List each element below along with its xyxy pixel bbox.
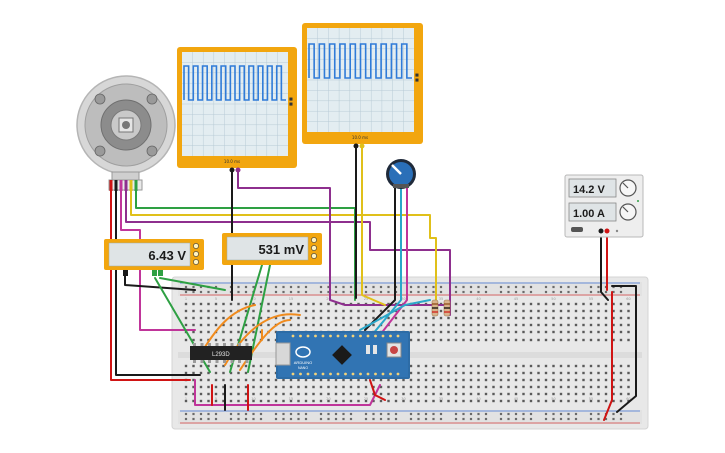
column-label-top: 10	[251, 297, 255, 301]
column-label-bottom: 40	[476, 397, 480, 401]
column-label-top: 45	[514, 297, 518, 301]
column-label-bottom: 5	[215, 397, 217, 401]
resistor-icon[interactable]	[431, 299, 451, 317]
column-label-bottom: 45	[514, 397, 518, 401]
column-label-bottom: 1	[185, 397, 187, 401]
potentiometer-knob-icon[interactable]	[386, 159, 416, 189]
column-label-top: 55	[589, 297, 593, 301]
column-label-top: 30	[401, 297, 405, 301]
column-label-bottom: 15	[289, 397, 293, 401]
column-label-bottom: 60	[626, 397, 630, 401]
scope-grid-left	[182, 52, 288, 156]
power-knob-icon[interactable]	[619, 179, 637, 221]
breadboard-holes	[184, 285, 630, 421]
column-label-top: 15	[289, 297, 293, 301]
column-label-bottom: 50	[551, 397, 555, 401]
column-label-bottom: 35	[439, 397, 443, 401]
multimeter-right[interactable]: 531 mV	[222, 233, 322, 265]
oscilloscope-left[interactable]: 10.0 ms ■ ■	[177, 47, 297, 173]
power-supply-current: 1.00 A	[573, 208, 605, 220]
dc-motor-icon[interactable]	[76, 75, 176, 191]
column-label-top: 1	[185, 297, 187, 301]
breadboard-column-labels: 1155101015152020252530303535404045455050…	[185, 297, 631, 401]
column-label-bottom: 30	[401, 397, 405, 401]
multimeter-right-reading: 531 mV	[258, 242, 304, 257]
l293d-pins	[193, 343, 249, 363]
l293d-chip[interactable]: L293D	[190, 343, 252, 363]
arduino-nano-pins	[291, 334, 400, 376]
arduino-nano[interactable]: ARDUINO NANO	[275, 331, 410, 379]
column-label-top: 20	[326, 297, 330, 301]
column-label-top: 5	[215, 297, 217, 301]
multimeter-left[interactable]: 6.43 V	[104, 239, 204, 276]
scope-side-label-left: ■ ■	[288, 97, 293, 106]
arduino-board-label: ARDUINO	[294, 360, 312, 365]
multimeter-left-terminals[interactable]	[193, 243, 199, 265]
column-label-top: 60	[626, 297, 630, 301]
l293d-label: L293D	[212, 352, 230, 358]
column-label-bottom: 25	[364, 397, 368, 401]
power-supply[interactable]: 14.2 V 1.00 A	[564, 174, 644, 238]
scope-waveform-right	[308, 43, 412, 79]
scope-time-label-right: 10.0 ms	[352, 135, 368, 140]
scope-waveform-left	[183, 65, 286, 101]
column-label-bottom: 10	[251, 397, 255, 401]
multimeter-left-reading: 6.43 V	[148, 248, 186, 263]
column-label-top: 40	[476, 297, 480, 301]
multimeter-right-terminals[interactable]	[311, 237, 317, 259]
column-label-top: 35	[439, 297, 443, 301]
scope-side-label-right: ■ ■	[414, 73, 419, 82]
column-label-bottom: 20	[326, 397, 330, 401]
power-supply-voltage: 14.2 V	[573, 184, 605, 196]
arduino-board-sub: NANO	[298, 366, 308, 370]
column-label-bottom: 55	[589, 397, 593, 401]
oscilloscope-right[interactable]: 10.0 ms ■ ■	[302, 23, 423, 149]
scope-time-label-left: 10.0 ms	[224, 159, 240, 164]
column-label-top: 25	[364, 297, 368, 301]
reset-button-icon[interactable]	[386, 342, 402, 358]
column-label-top: 50	[551, 297, 555, 301]
